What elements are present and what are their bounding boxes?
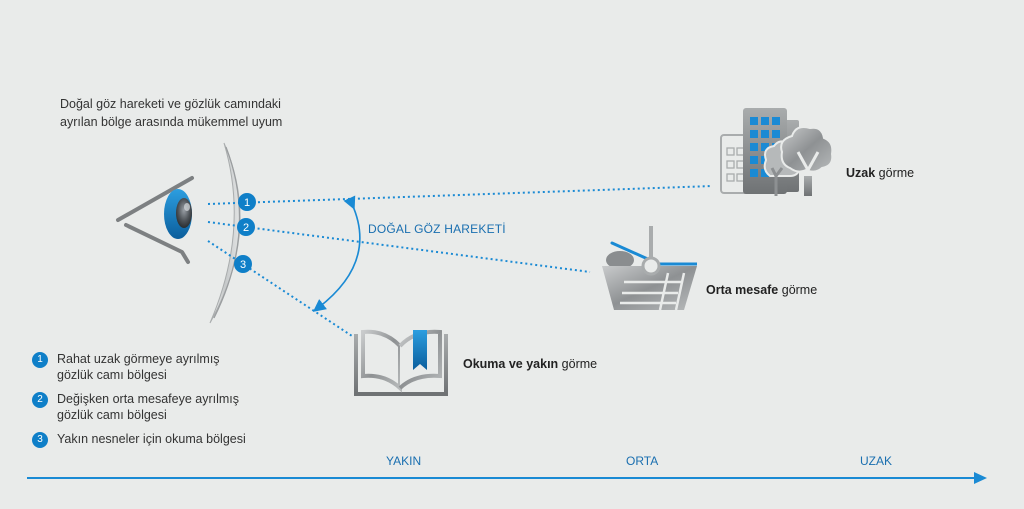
svg-text:2: 2 <box>243 222 249 234</box>
eye-movement-arrow <box>312 195 361 312</box>
near-vision-bold: Okuma ve yakın <box>463 357 559 371</box>
far-vision-label: Uzak görme <box>846 166 914 180</box>
lens-icon <box>209 142 241 324</box>
near-vision-label: Okuma ve yakın görme <box>463 357 597 371</box>
near-vision-rest: görme <box>558 357 598 371</box>
svg-text:1: 1 <box>244 197 250 209</box>
legend-item: 3 Yakın nesneler için okuma bölgesi <box>32 431 292 448</box>
axis-label-intermediate: ORTA <box>626 454 659 468</box>
axis-label-far: UZAK <box>860 454 893 468</box>
intro-text: Doğal göz hareketi ve gözlük camındaki a… <box>60 95 340 131</box>
legend-2-line-2: gözlük camı bölgesi <box>57 408 167 422</box>
far-vision-rest: görme <box>875 166 915 180</box>
legend-item: 1 Rahat uzak görmeye ayrılmış gözlük cam… <box>32 351 292 383</box>
legend-item: 2 Değişken orta mesafeye ayrılmış gözlük… <box>32 391 292 423</box>
building-trees-icon <box>720 108 834 196</box>
legend-3-line-1: Yakın nesneler için okuma bölgesi <box>57 432 246 446</box>
legend-badge-3: 3 <box>32 432 48 448</box>
intermediate-vision-label: Orta mesafe görme <box>706 283 817 297</box>
distance-axis <box>27 472 987 484</box>
legend-badge-2: 2 <box>32 392 48 408</box>
sight-line-intermediate <box>207 221 591 273</box>
basket-icon <box>602 226 697 311</box>
svg-text:3: 3 <box>240 259 246 271</box>
zone-badge-1: 1 <box>238 193 256 211</box>
intermediate-vision-bold: Orta mesafe <box>706 283 779 297</box>
sight-lines <box>207 185 713 337</box>
legend-1-line-1: Rahat uzak görmeye ayrılmış <box>57 352 220 366</box>
zone-badge-3: 3 <box>234 255 252 273</box>
zone-badge-2: 2 <box>237 218 255 236</box>
sight-line-far <box>207 185 713 205</box>
book-icon <box>354 329 448 396</box>
legend-badge-1: 1 <box>32 352 48 368</box>
sight-line-near <box>207 240 353 337</box>
eye-icon <box>116 176 194 264</box>
intro-line-1: Doğal göz hareketi ve gözlük camındaki <box>60 97 281 111</box>
legend-1-line-2: gözlük camı bölgesi <box>57 368 167 382</box>
zone-legend: 1 Rahat uzak görmeye ayrılmış gözlük cam… <box>32 351 292 456</box>
axis-label-near: YAKIN <box>386 454 422 468</box>
legend-2-line-1: Değişken orta mesafeye ayrılmış <box>57 392 240 406</box>
eye-movement-label: DOĞAL GÖZ HAREKETİ <box>368 222 506 236</box>
intermediate-vision-rest: görme <box>778 283 818 297</box>
far-vision-bold: Uzak <box>846 166 876 180</box>
intro-line-2: ayrılan bölge arasında mükemmel uyum <box>60 115 283 129</box>
